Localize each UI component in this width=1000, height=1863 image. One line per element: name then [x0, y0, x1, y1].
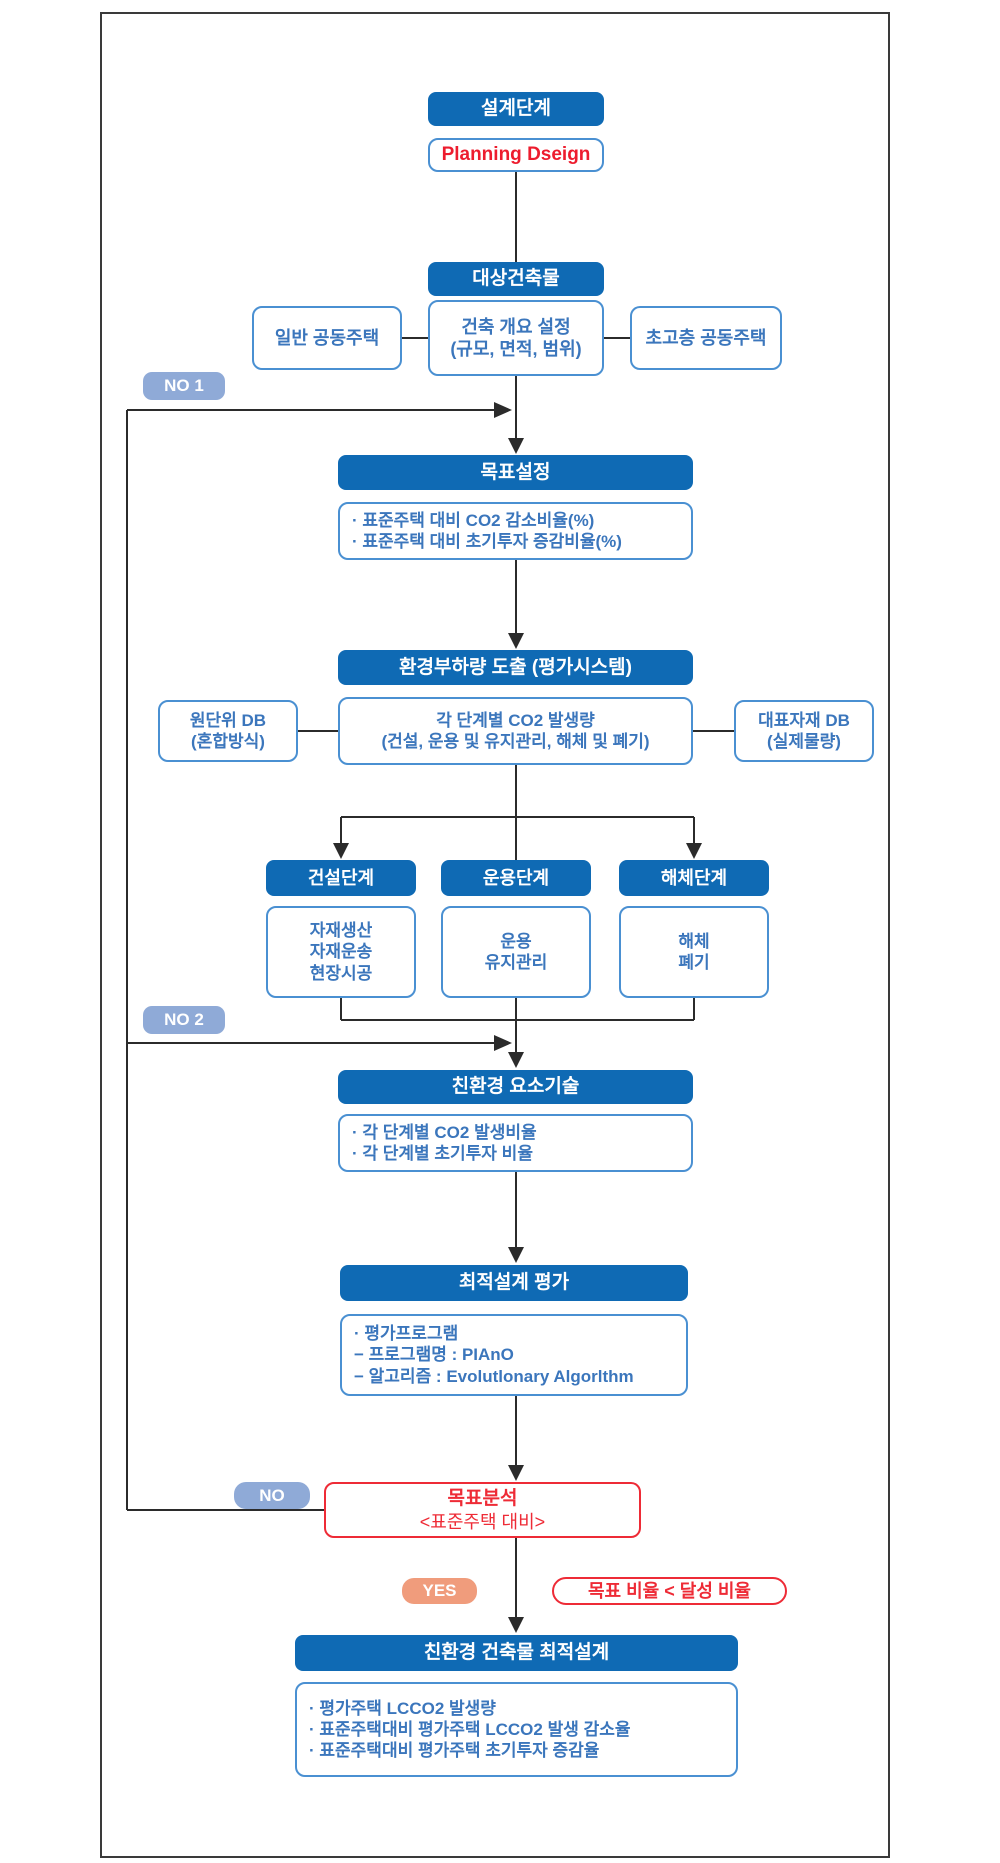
- goal-analysis-box: 목표분석 <표준주택 대비>: [324, 1482, 641, 1538]
- optimal-eval-item: − 프로그램명 : PIAnO: [354, 1345, 514, 1365]
- goal-analysis-subtitle: <표준주택 대비>: [419, 1511, 546, 1532]
- construction-item: 자재운송: [309, 942, 373, 962]
- operation-stage-box: 운용 유지관리: [441, 906, 591, 998]
- optimal-eval-box: · 평가프로그램 − 프로그램명 : PIAnO − 알고리즘 : Evolut…: [340, 1314, 688, 1396]
- eco-tech-item: · 각 단계별 초기투자 비율: [352, 1144, 533, 1163]
- no-badge: NO: [234, 1482, 310, 1509]
- target-building-header: 대상건축물: [428, 262, 604, 296]
- unit-db-box: 원단위 DB (혼합방식): [158, 700, 298, 762]
- goal-setting-item: · 표준주택 대비 초기투자 증감비율(%): [352, 532, 622, 551]
- stage-co2-line2: (건설, 운용 및 유지관리, 해체 및 폐기): [381, 732, 650, 751]
- planning-design-box: Planning Dseign: [428, 138, 604, 172]
- eco-tech-item: · 각 단계별 CO2 발생비율: [352, 1122, 537, 1142]
- material-db-line2: (실제물량): [767, 732, 841, 751]
- optimal-eval-header: 최적설계 평가: [340, 1265, 688, 1301]
- demolition-stage-header: 해체단계: [619, 860, 769, 896]
- figure-border: [100, 12, 890, 1858]
- operation-stage-header: 운용단계: [441, 860, 591, 896]
- general-housing-box: 일반 공동주택: [252, 306, 402, 370]
- construction-stage-header: 건설단계: [266, 860, 416, 896]
- stage-co2-line1: 각 단계별 CO2 발생량: [436, 710, 595, 730]
- planning-design-label: Planning Dseign: [441, 144, 591, 166]
- final-design-header: 친환경 건축물 최적설계: [295, 1635, 738, 1671]
- construction-item: 자재생산: [309, 921, 373, 941]
- no2-badge: NO 2: [143, 1006, 225, 1034]
- env-load-header: 환경부하량 도출 (평가시스템): [338, 650, 693, 685]
- eco-tech-header: 친환경 요소기술: [338, 1070, 693, 1104]
- demolition-item: 해체: [678, 931, 710, 951]
- goal-setting-box: · 표준주택 대비 CO2 감소비율(%) · 표준주택 대비 초기투자 증감비…: [338, 502, 693, 560]
- final-item: · 표준주택대비 평가주택 LCCO2 발생 감소율: [309, 1719, 631, 1739]
- building-overview-line1: 건축 개요 설정: [461, 316, 571, 337]
- final-item: · 평가주택 LCCO2 발생량: [309, 1698, 496, 1718]
- eco-tech-box: · 각 단계별 CO2 발생비율 · 각 단계별 초기투자 비율: [338, 1114, 693, 1172]
- final-item: · 표준주택대비 평가주택 초기투자 증감율: [309, 1741, 600, 1761]
- condition-pill: 목표 비율 < 달성 비율: [552, 1577, 787, 1605]
- final-design-box: · 평가주택 LCCO2 발생량 · 표준주택대비 평가주택 LCCO2 발생 …: [295, 1682, 738, 1777]
- optimal-eval-item: − 알고리즘 : Evolutlonary Algorlthm: [354, 1366, 634, 1386]
- demolition-item: 폐기: [678, 953, 710, 972]
- building-overview-line2: (규모, 면적, 범위): [450, 339, 582, 359]
- optimal-eval-item: · 평가프로그램: [354, 1324, 459, 1344]
- material-db-line1: 대표자재 DB: [758, 710, 850, 730]
- goal-setting-header: 목표설정: [338, 455, 693, 490]
- demolition-stage-box: 해체 폐기: [619, 906, 769, 998]
- stage-co2-box: 각 단계별 CO2 발생량 (건설, 운용 및 유지관리, 해체 및 폐기): [338, 697, 693, 765]
- material-db-box: 대표자재 DB (실제물량): [734, 700, 874, 762]
- operation-item: 운용: [500, 931, 532, 951]
- unit-db-line1: 원단위 DB: [189, 710, 267, 730]
- unit-db-line2: (혼합방식): [191, 732, 265, 751]
- goal-analysis-title: 목표분석: [447, 1487, 518, 1509]
- no1-badge: NO 1: [143, 372, 225, 400]
- goal-setting-item: · 표준주택 대비 CO2 감소비율(%): [352, 510, 595, 530]
- yes-badge: YES: [402, 1578, 477, 1604]
- building-overview-box: 건축 개요 설정 (규모, 면적, 범위): [428, 300, 604, 376]
- stage-design-header: 설계단계: [428, 92, 604, 126]
- operation-item: 유지관리: [484, 953, 548, 972]
- highrise-housing-box: 초고층 공동주택: [630, 306, 782, 370]
- construction-stage-box: 자재생산 자재운송 현장시공: [266, 906, 416, 998]
- construction-item: 현장시공: [309, 963, 373, 983]
